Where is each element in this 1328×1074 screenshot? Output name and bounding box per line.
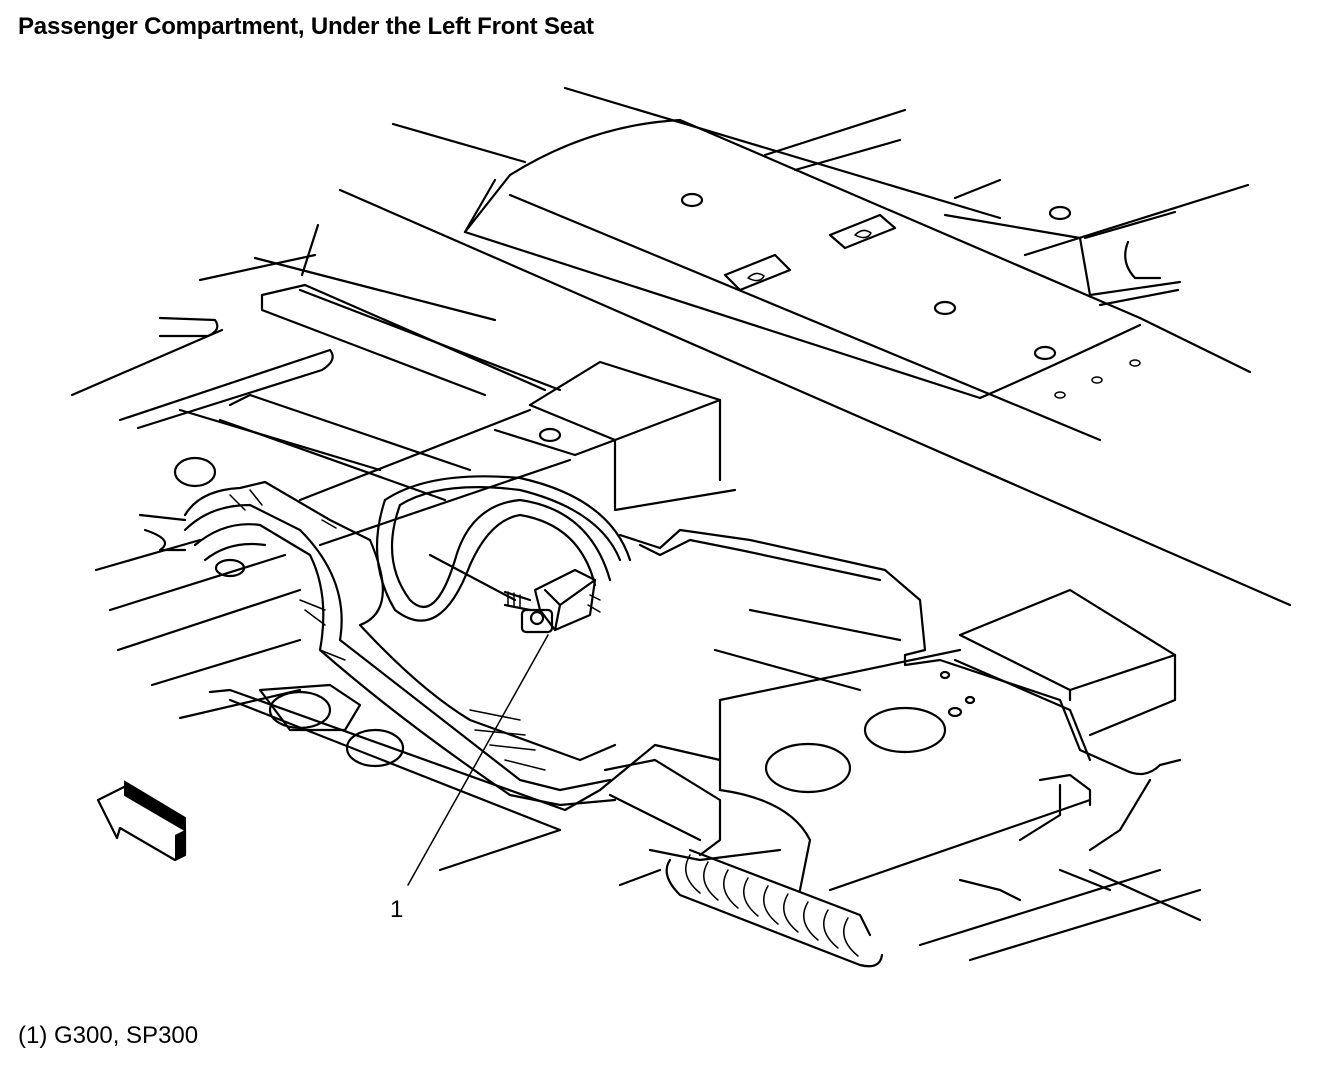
front-riser	[618, 528, 1202, 962]
rear-cross-member	[391, 86, 1252, 442]
callout-number: 1	[390, 896, 403, 923]
splice-pack-icon	[533, 568, 601, 632]
corrugated-conduit	[665, 848, 884, 968]
page-title: Passenger Compartment, Under the Left Fr…	[18, 13, 594, 40]
seat-frame-rail	[143, 480, 617, 807]
ground-bolt-icon	[428, 553, 554, 634]
front-box-member	[298, 360, 737, 547]
floor-pan-lines	[70, 188, 1292, 720]
lower-floor	[208, 683, 782, 887]
callout-1: 1	[390, 634, 549, 923]
arrow-forward-icon	[96, 780, 187, 862]
legend-item: (1) G300, SP300	[18, 1022, 199, 1049]
